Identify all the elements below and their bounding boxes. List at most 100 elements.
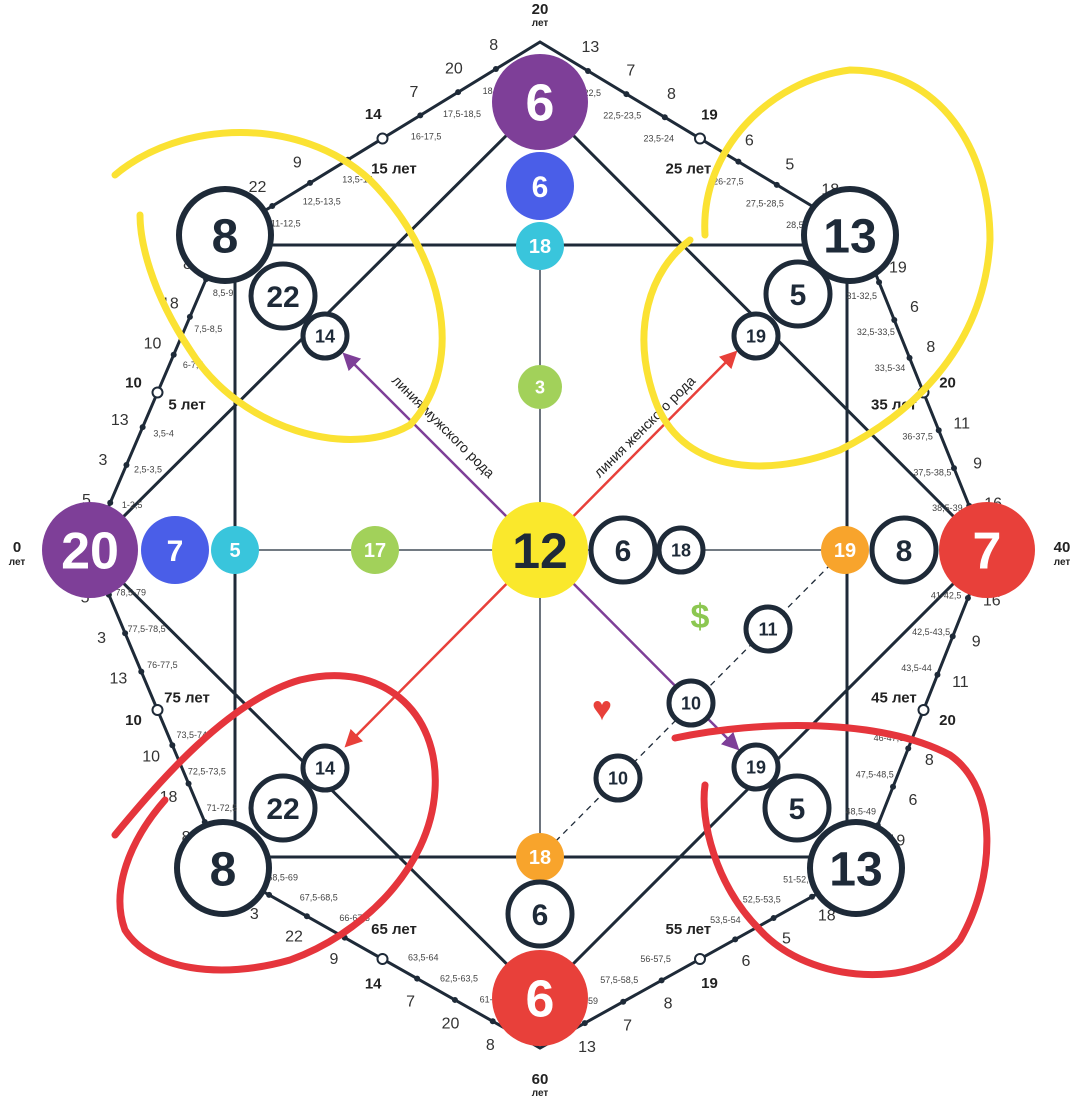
female-line-label: линия женского рода: [590, 372, 698, 480]
energy-number: 11: [953, 415, 970, 432]
period-label: 53,5-54: [710, 915, 741, 925]
half-age-label: 65 лет: [371, 921, 417, 938]
energy-number: 18: [818, 908, 836, 925]
period-label: 2,5-3,5: [134, 464, 162, 474]
segment-dot: [809, 893, 815, 900]
node-bl-small-value: 14: [315, 758, 335, 778]
energy-number: 9: [972, 633, 981, 650]
node-left-inner-value: 7: [167, 535, 184, 568]
segment-dot: [735, 158, 742, 165]
half-age-label: 55 лет: [665, 921, 711, 938]
segment-dot: [186, 313, 193, 320]
node-bl-big: 8: [174, 819, 272, 917]
half-age-label: 25 лет: [666, 160, 712, 177]
period-label: 62,5-63,5: [440, 973, 478, 983]
node-love-value: 10: [608, 768, 628, 788]
node-left-square-value: 5: [229, 540, 240, 562]
period-label: 27,5-28,5: [746, 198, 784, 208]
period-label: 17,5-18,5: [443, 109, 481, 119]
node-tr-small-value: 19: [746, 326, 766, 346]
period-label: 28,5-29: [786, 220, 817, 230]
energy-number: 13: [578, 1039, 596, 1056]
segment-dot: [451, 996, 458, 1003]
energy-number: 5: [785, 157, 794, 174]
node-bottom-square: 18: [516, 833, 564, 881]
node-left-mid: 17: [351, 526, 399, 574]
age-unit: лет: [1054, 557, 1071, 568]
age-unit: лет: [532, 18, 549, 29]
period-label: 31-32,5: [847, 291, 878, 301]
node-left: 20: [42, 502, 138, 598]
segment-s7: 71-72,572,5-73,573,5-7476-77,577,5-78,57…: [81, 588, 238, 847]
period-label: 41-42,5: [931, 591, 962, 601]
node-br-small: 19: [731, 742, 781, 792]
node-bl-mid: 22: [248, 773, 318, 843]
node-top: 6: [492, 54, 588, 150]
node-upper-mid-value: 3: [535, 377, 545, 397]
node-cross: 10: [666, 678, 716, 728]
node-tl-small: 14: [300, 311, 350, 361]
energy-number: 9: [329, 951, 338, 968]
node-money-value: 11: [758, 619, 777, 639]
node-left-square: 5: [211, 526, 259, 574]
node-love: 10: [593, 753, 643, 803]
node-tr-mid: 5: [763, 259, 833, 329]
node-top-square: 18: [516, 222, 564, 270]
energy-number: 13: [581, 39, 599, 56]
period-label: 22,5-23,5: [603, 111, 641, 121]
energy-number: 8: [489, 37, 498, 54]
energy-number: 20: [445, 61, 463, 78]
segment-dot: [934, 671, 941, 678]
half-age-marker: [151, 704, 164, 716]
energy-number: 13: [109, 671, 127, 688]
half-age-number: 10: [125, 712, 142, 729]
half-age-marker: [376, 132, 389, 145]
energy-number: 8: [664, 995, 673, 1012]
energy-number: 3: [250, 906, 259, 923]
node-left-inner: 7: [141, 516, 209, 584]
period-label: 48,5-49: [845, 806, 876, 816]
node-top-square-value: 18: [529, 236, 551, 258]
node-tl-mid: 22: [248, 261, 318, 331]
period-label: 56-57,5: [640, 954, 671, 964]
segment-dot: [266, 891, 273, 898]
age-unit: лет: [532, 1088, 549, 1099]
segment-s4: 41-42,542,5-43,543,5-4446-47,547,5-48,54…: [845, 591, 1000, 850]
node-right: 7: [939, 502, 1035, 598]
segment-dot: [658, 977, 665, 984]
period-label: 46-47,5: [874, 733, 905, 743]
dollar-icon: $: [691, 598, 710, 636]
node-right-square-value: 19: [834, 540, 856, 562]
period-label: 43,5-44: [901, 663, 932, 673]
segment-dot: [414, 975, 421, 982]
node-br-mid-value: 5: [789, 793, 806, 826]
node-bl-small: 14: [300, 743, 350, 793]
segment-dot: [139, 424, 146, 431]
period-label: 63,5-64: [408, 952, 439, 962]
segment-dot: [455, 89, 462, 96]
segment-dot: [964, 595, 971, 601]
half-age-number: 20: [939, 712, 956, 729]
node-tl-mid-value: 22: [266, 281, 299, 314]
segment-dot: [661, 114, 668, 121]
segment-dot: [122, 630, 129, 637]
energy-number: 7: [406, 994, 415, 1011]
node-right-square: 19: [821, 526, 869, 574]
energy-number: 9: [293, 155, 302, 172]
period-label: 8,5-9: [213, 288, 234, 298]
period-label: 13,5-14: [342, 174, 373, 184]
node-right-value: 7: [973, 523, 1002, 581]
segment-dot: [876, 279, 883, 286]
energy-number: 7: [626, 63, 635, 80]
half-age-label: 5 лет: [168, 397, 205, 414]
segment-s0: 1-2,52,5-3,53,5-46-7,57,5-8,58,5-9531310…: [82, 256, 234, 510]
node-bottom: 6: [492, 950, 588, 1046]
energy-number: 3: [97, 630, 106, 647]
segment-dot: [417, 112, 424, 119]
node-tr-big: 13: [801, 186, 899, 284]
period-label: 52,5-53,5: [743, 894, 781, 904]
